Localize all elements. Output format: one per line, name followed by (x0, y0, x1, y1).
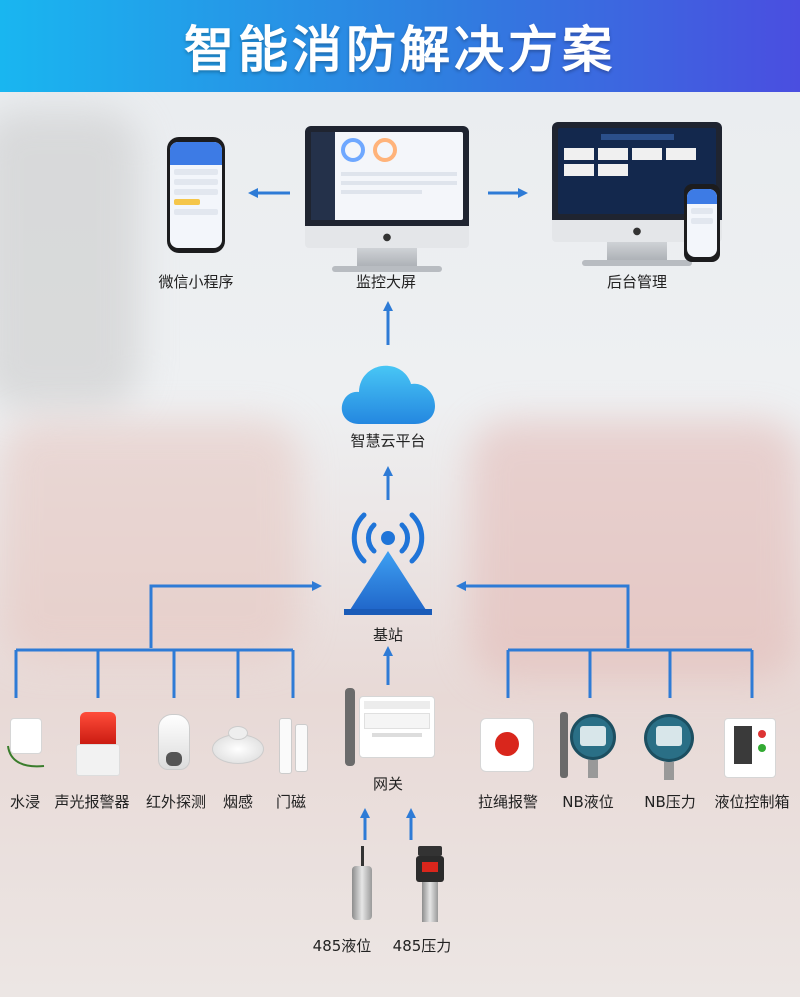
label-sensor: 拉绳报警 (477, 793, 539, 811)
label-sensor: 液位控制箱 (714, 793, 790, 811)
bg-shape (470, 420, 800, 680)
label-sensor: 声光报警器 (54, 793, 130, 811)
gateway-image (345, 688, 437, 768)
pull-cord-alarm-image (480, 718, 534, 772)
water-leak-sensor-image (4, 712, 45, 772)
label-sensor: NB压力 (644, 793, 696, 811)
label-sensor: 烟感 (222, 793, 254, 811)
label-sensor: 485液位 (312, 937, 372, 955)
label-wechat: 微信小程序 (158, 273, 234, 291)
phone-image (167, 137, 225, 253)
apple-logo-icon: ● (382, 231, 392, 243)
backend-phone-image (684, 184, 720, 262)
sound-light-alarm-image (76, 712, 120, 776)
label-sensor: 水浸 (9, 793, 41, 811)
apple-logo-icon: ● (632, 225, 642, 237)
label-backend: 后台管理 (606, 273, 668, 291)
485-level-sensor-image (348, 846, 378, 926)
bg-shape (0, 110, 140, 410)
infrared-detector-image (154, 714, 194, 778)
door-magnet-image (279, 718, 309, 776)
monitor-image: ● (305, 126, 469, 272)
page-title: 智能消防解决方案 (184, 21, 616, 79)
cloud-icon (341, 365, 435, 424)
label-sensor: 门磁 (275, 793, 307, 811)
label-monitor: 监控大屏 (355, 273, 417, 291)
nb-level-sensor-image (558, 712, 624, 780)
base-station-icon (344, 512, 432, 615)
label-sensor: 485压力 (392, 937, 452, 955)
label-sensor: 红外探测 (145, 793, 207, 811)
label-base-station: 基站 (372, 626, 404, 644)
smoke-detector-image (212, 724, 264, 770)
485-pressure-sensor-image (412, 846, 448, 928)
label-cloud: 智慧云平台 (350, 432, 426, 450)
label-gateway: 网关 (372, 775, 404, 793)
header-banner: 智能消防解决方案 (0, 0, 800, 92)
label-sensor: NB液位 (562, 793, 614, 811)
nb-pressure-sensor-image (638, 712, 704, 780)
level-control-box-image (724, 718, 776, 778)
